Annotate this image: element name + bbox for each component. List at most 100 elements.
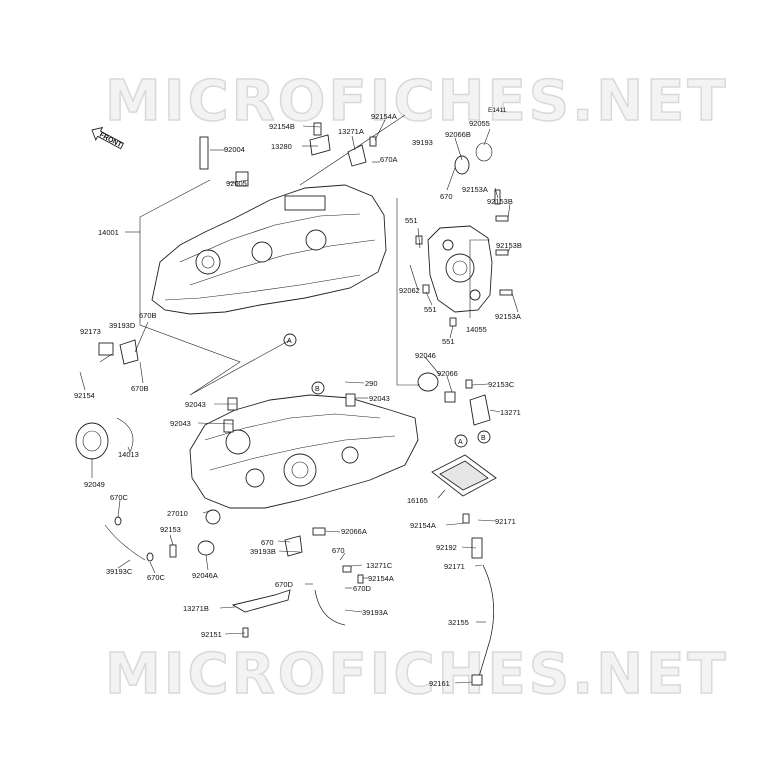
part-92005: 92005 (226, 179, 247, 188)
part-92066a: 92066A (341, 527, 367, 536)
watermark-top: MICROFICHES.NET (105, 69, 729, 134)
oil-seal (75, 422, 109, 460)
part-92153b-b: 92153B (496, 241, 522, 250)
part-670c-b: 670C (147, 573, 166, 582)
part-92049: 92049 (84, 480, 105, 489)
part-13280: 13280 (271, 142, 292, 151)
part-670b-b: 670B (131, 384, 149, 393)
dowel-551-c (449, 317, 457, 327)
bolt-92153 (169, 544, 177, 558)
part-92171-b: 92171 (444, 562, 465, 571)
ref-circle-b-mid (311, 381, 325, 395)
part-92046: 92046 (415, 351, 436, 360)
part-92043-c: 92043 (369, 394, 390, 403)
part-551-b: 551 (424, 305, 437, 314)
part-39193b: 39193B (250, 547, 276, 556)
part-14013: 14013 (118, 450, 139, 459)
stud-92004 (199, 136, 209, 170)
svg-text:B: B (315, 386, 320, 393)
oil-pan (431, 454, 497, 497)
front-label: FRONT (98, 132, 123, 150)
part-92154a-bot: 92154A (368, 574, 394, 583)
plate-13271b (231, 589, 291, 613)
part-14001: 14001 (98, 228, 119, 237)
dowel-92043-c (345, 393, 356, 407)
part-13271: 13271 (500, 408, 521, 417)
front-arrow-icon (91, 126, 125, 150)
hose-39193a (314, 589, 346, 626)
part-14055: 14055 (466, 325, 487, 334)
part-92066: 92066 (437, 369, 458, 378)
part-92154a-top: 92154A (371, 112, 397, 121)
part-92153b-a: 92153B (487, 197, 513, 206)
figure-code: E1411 (488, 107, 507, 114)
bracket-13271 (469, 394, 491, 426)
part-32155: 32155 (448, 618, 469, 627)
part-92043-a: 92043 (185, 400, 206, 409)
part-670d-b: 670D (353, 584, 372, 593)
o-ring-670c-a (114, 516, 122, 526)
bearing-92046a (197, 540, 215, 556)
o-ring-670c-b (146, 552, 154, 562)
bolt-92154a-mid (462, 513, 470, 524)
part-92062: 92062 (399, 286, 420, 295)
bracket-13271a (347, 144, 367, 167)
bracket-13271c (342, 565, 352, 573)
filter-27010 (205, 509, 221, 525)
part-670-top: 670 (440, 192, 453, 201)
svg-text:A: A (287, 338, 292, 345)
upper-crankcase (151, 184, 387, 315)
bolt-92154a (369, 136, 377, 147)
part-92171-a: 92171 (495, 517, 516, 526)
part-670-bot-a: 670 (261, 538, 274, 547)
part-92154b: 92154B (269, 122, 295, 131)
bracket-92173 (98, 342, 114, 356)
part-92046a: 92046A (192, 571, 218, 580)
ref-circle-a-right (454, 434, 468, 448)
washer-92066a (312, 527, 326, 536)
lower-crankcase (189, 394, 419, 509)
part-290: 290 (365, 379, 378, 388)
ref-circle-b-right (477, 430, 491, 444)
svg-text:B: B (481, 435, 486, 442)
part-13271c: 13271C (366, 561, 393, 570)
part-39193: 39193 (412, 138, 433, 147)
watermark-bottom: MICROFICHES.NET (105, 642, 729, 707)
washer-92066b (454, 155, 470, 175)
part-670d-a: 670D (275, 580, 294, 589)
crankcase-cover (427, 225, 493, 313)
part-39193a: 39193A (362, 608, 388, 617)
part-92153c: 92153C (488, 380, 515, 389)
part-27010: 27010 (167, 509, 188, 518)
bolt-92154a-bot (357, 574, 364, 584)
part-92161: 92161 (429, 679, 450, 688)
part-551-c: 551 (442, 337, 455, 346)
part-92173: 92173 (80, 327, 101, 336)
collar-92066 (444, 391, 456, 403)
bolt-92153b-b (495, 249, 509, 256)
part-92066b: 92066B (445, 130, 471, 139)
part-92043-b: 92043 (170, 419, 191, 428)
fitting-39193d (119, 339, 139, 365)
part-92004: 92004 (224, 145, 245, 154)
bracket-13280 (309, 134, 331, 156)
part-39193c: 39193C (106, 567, 133, 576)
dowel-92005 (235, 171, 249, 187)
part-92055: 92055 (469, 119, 490, 128)
part-92153: 92153 (160, 525, 181, 534)
bolt-92153c (465, 379, 473, 389)
hose-39193c (104, 524, 146, 561)
leader-lines (79, 119, 519, 684)
part-670c-a: 670C (110, 493, 129, 502)
bolt-92153b-a (495, 215, 509, 222)
bearing-92046 (417, 372, 439, 392)
part-39193d: 39193D (109, 321, 136, 330)
part-92192: 92192 (436, 543, 457, 552)
part-670-bot-b: 670 (332, 546, 345, 555)
part-92153a-b: 92153A (495, 312, 521, 321)
part-16165: 16165 (407, 496, 428, 505)
fitting-39193b (284, 535, 303, 557)
part-670b-a: 670B (139, 311, 157, 320)
